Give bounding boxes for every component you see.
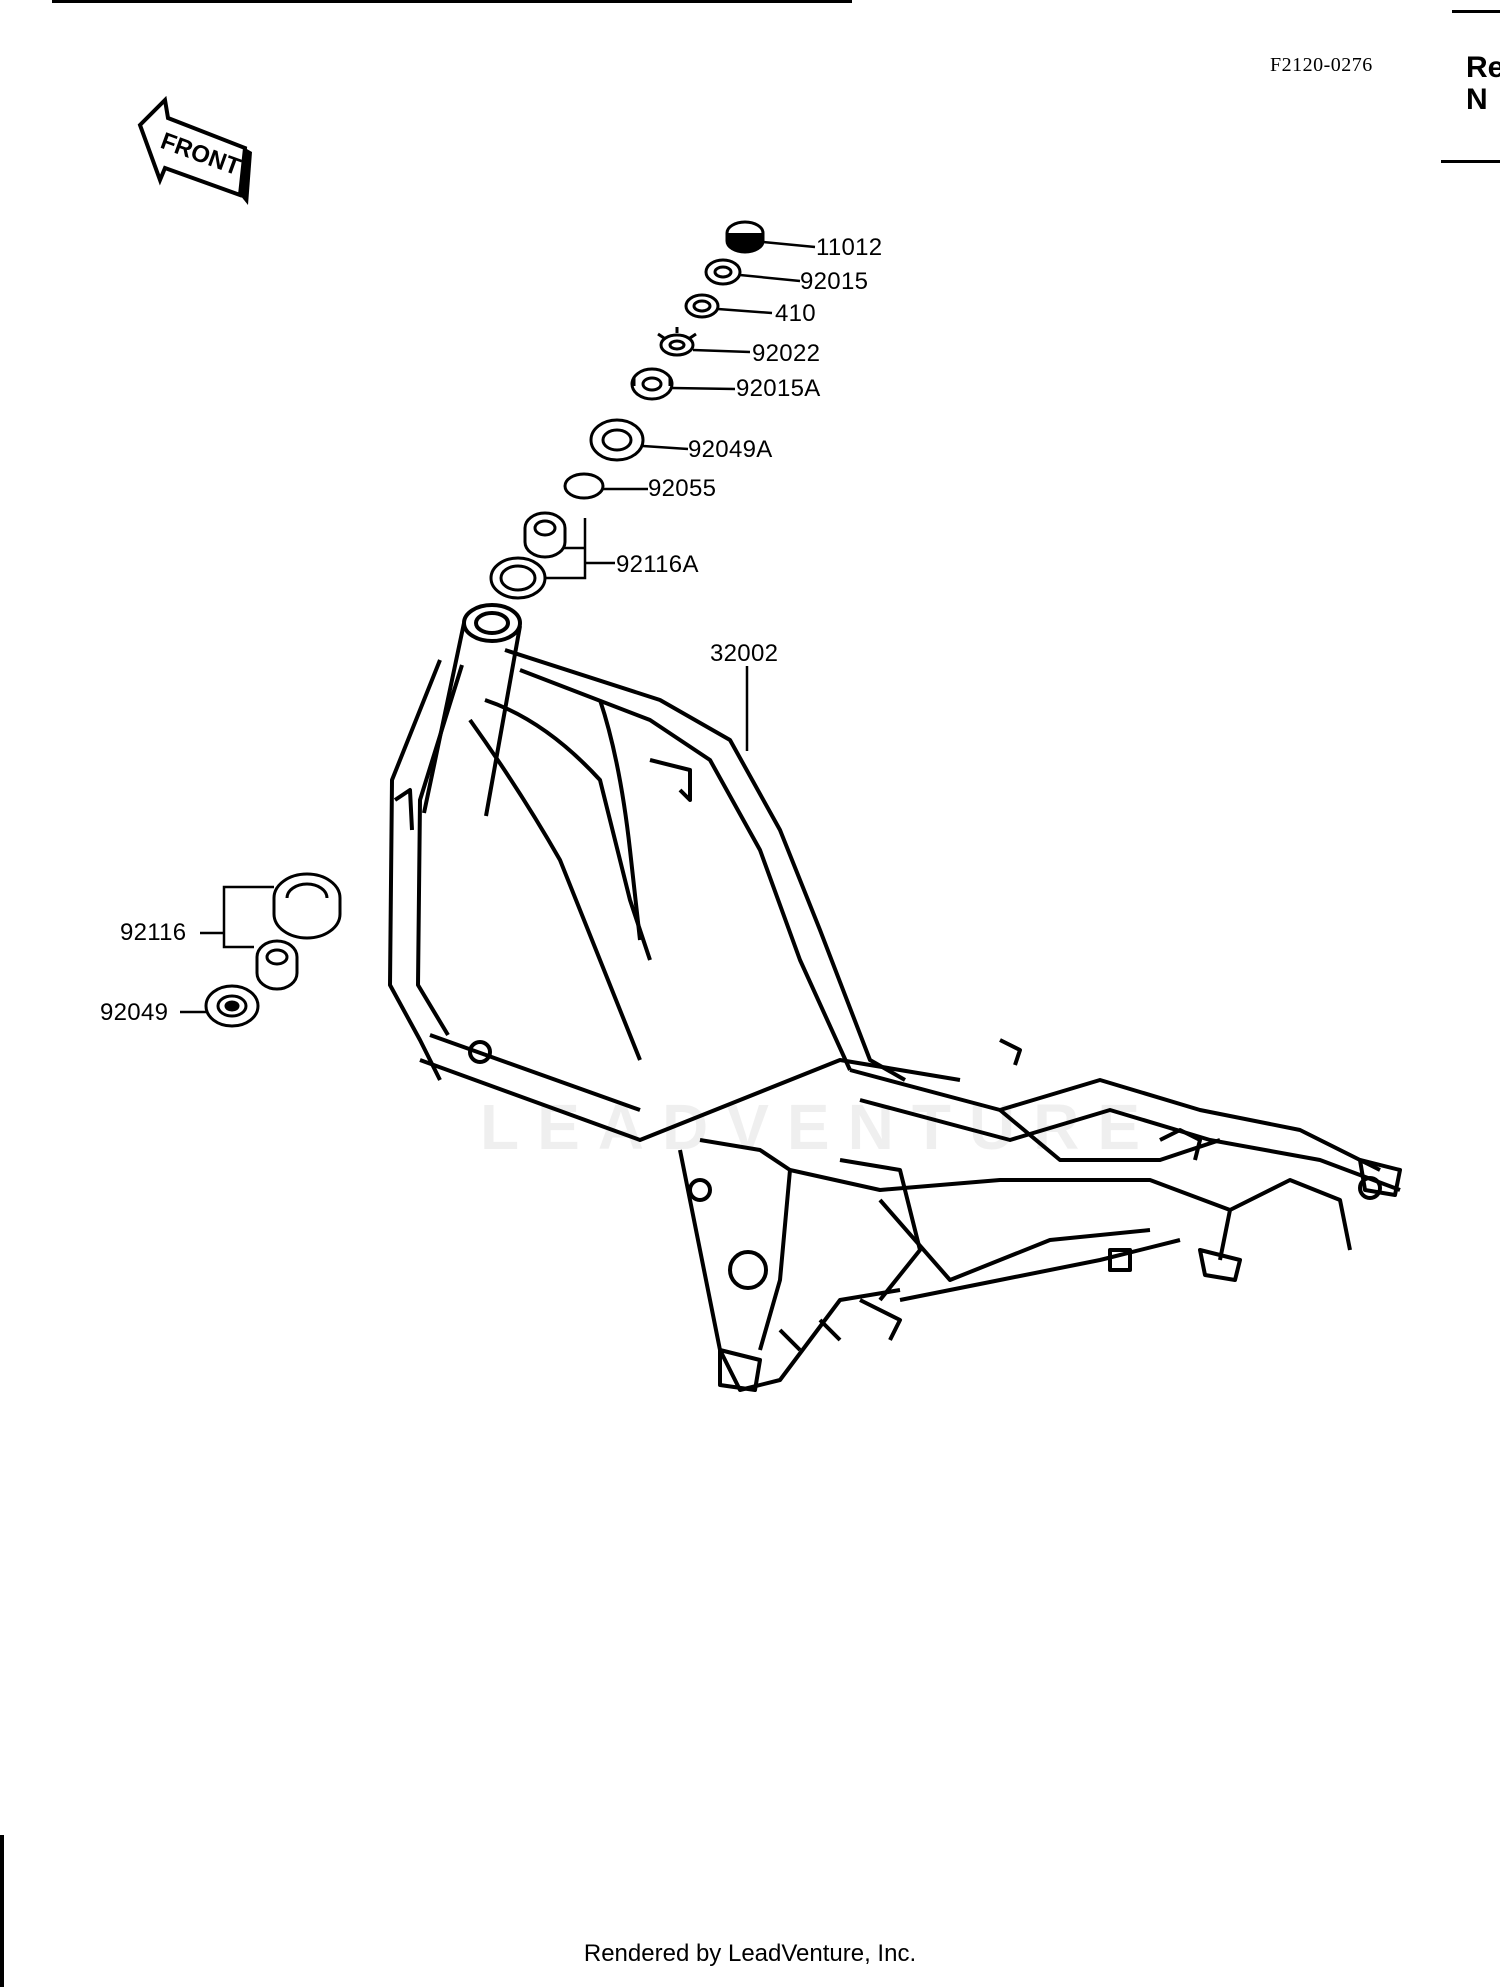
callout-92015[interactable]: 92015 <box>800 268 869 295</box>
cap-nut-part <box>725 220 765 254</box>
callout-92116a[interactable]: 92116A <box>616 551 699 578</box>
lock-washer-part <box>657 327 697 357</box>
corner-rule <box>1452 10 1500 13</box>
adjust-nut-part <box>630 367 674 401</box>
callout-92055[interactable]: 92055 <box>648 475 717 502</box>
cropped-corner-text: Re N <box>1466 52 1500 116</box>
footer-credit: Rendered by LeadVenture, Inc. <box>583 1940 917 1967</box>
leader-lines <box>180 240 816 1014</box>
callout-92116[interactable]: 92116 <box>120 919 187 946</box>
reference-code: F2120-0276 <box>1270 54 1373 76</box>
washer-part <box>704 258 742 286</box>
upper-race-part <box>489 556 547 600</box>
front-arrow-icon: FRONT <box>137 95 252 205</box>
callout-32002[interactable]: 32002 <box>710 640 779 667</box>
bearing-cover-part <box>589 418 645 462</box>
callout-92015a[interactable]: 92015A <box>736 375 821 402</box>
upper-bearing-part <box>523 511 567 559</box>
o-ring-part <box>563 472 605 500</box>
left-edge-rule <box>0 1835 4 1987</box>
corner-rule <box>1441 160 1500 163</box>
nut-part <box>684 293 720 319</box>
lower-race-part <box>272 872 342 940</box>
main-frame <box>388 603 1402 1392</box>
top-rule <box>52 0 852 3</box>
callout-92049[interactable]: 92049 <box>100 999 169 1026</box>
callout-410[interactable]: 410 <box>775 300 816 327</box>
steering-parts <box>204 220 765 1028</box>
lower-seal-part <box>204 984 260 1028</box>
lower-bearing-part <box>255 939 299 991</box>
callout-11012[interactable]: 11012 <box>816 234 883 261</box>
callout-92022[interactable]: 92022 <box>752 340 821 367</box>
callout-92049a[interactable]: 92049A <box>688 436 773 463</box>
